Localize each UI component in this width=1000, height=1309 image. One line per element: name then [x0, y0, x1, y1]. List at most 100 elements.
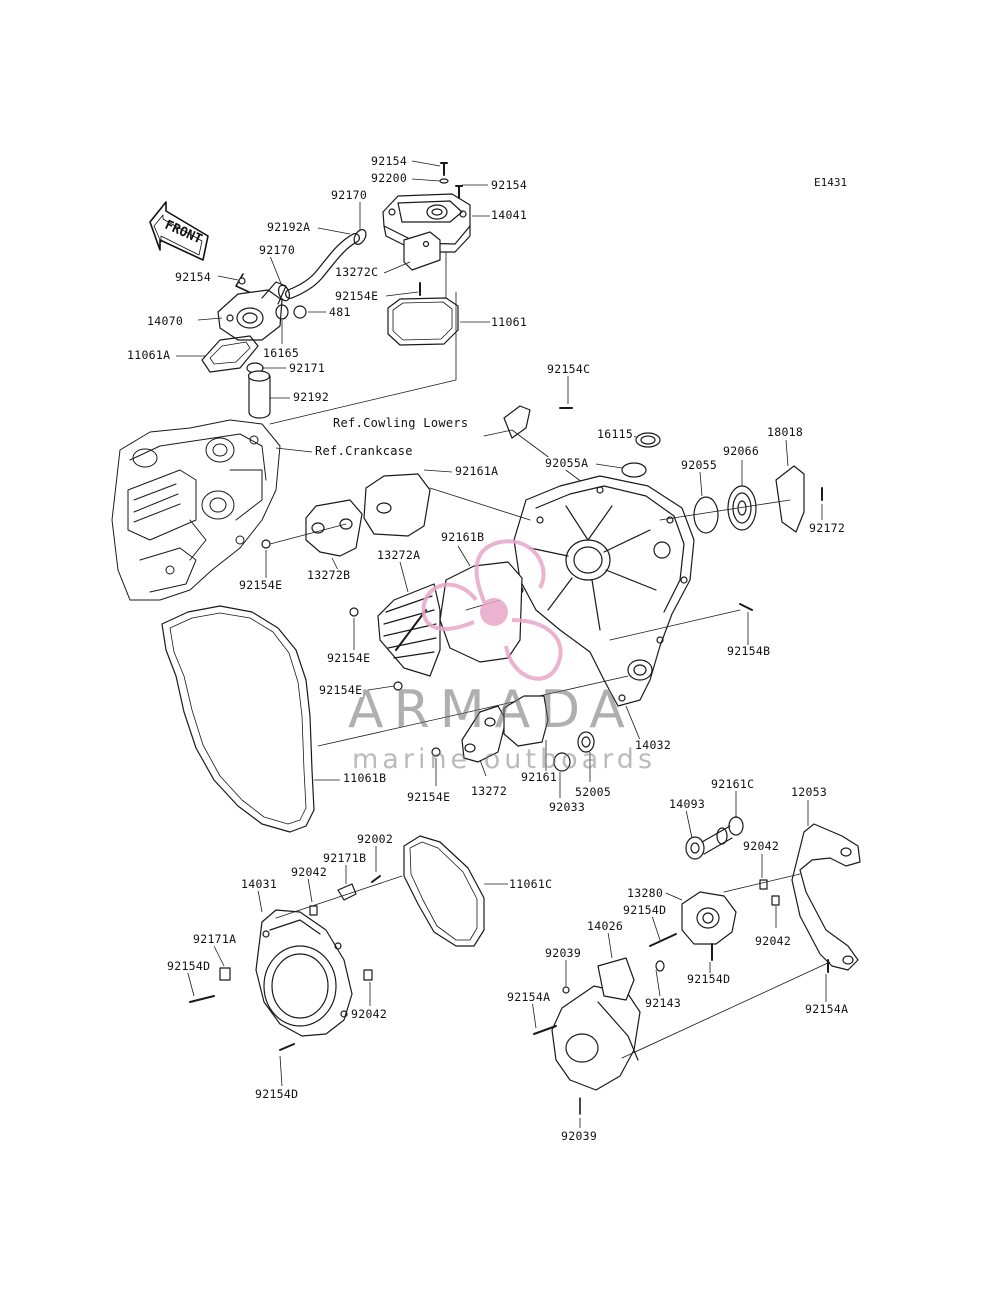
bracket-12053 — [791, 823, 861, 971]
watermark-propeller-icon — [421, 539, 563, 681]
bracket-13272B — [305, 499, 363, 557]
ref-crankcase-label: Ref.Crankcase — [314, 444, 414, 458]
part-label: 92154 — [174, 270, 213, 284]
block-92171A — [219, 967, 231, 981]
gasket-11061B — [161, 605, 315, 833]
ring-481 — [293, 305, 307, 319]
part-label: 92002 — [356, 832, 395, 846]
part-label: 14031 — [240, 877, 279, 891]
part-label: 92192A — [266, 220, 312, 234]
part-label: 92154A — [804, 1002, 850, 1016]
part-label: 11061B — [342, 771, 388, 785]
part-label: 14041 — [490, 208, 529, 222]
part-label: 92171B — [322, 851, 368, 865]
part-label: 13272C — [334, 265, 380, 279]
part-label: 92154E — [318, 683, 364, 697]
part-label: 92055A — [544, 456, 590, 470]
gasket-11061 — [387, 297, 459, 346]
bolt-92154D-lower — [279, 1043, 295, 1051]
part-label: 92042 — [742, 839, 781, 853]
part-label: 14070 — [146, 314, 185, 328]
washer-92143 — [655, 960, 665, 972]
dowel-92042-a — [759, 879, 768, 890]
part-label: 18018 — [766, 425, 805, 439]
clip-92033 — [553, 752, 571, 772]
part-label: 52005 — [574, 785, 613, 799]
part-label: 13272A — [376, 548, 422, 562]
part-label: 16115 — [596, 427, 635, 441]
part-label: 92154D — [686, 972, 732, 986]
part-label: 16165 — [262, 346, 301, 360]
part-label: 92161B — [440, 530, 486, 544]
bolt-92002 — [371, 875, 381, 883]
dowel-92042-b — [771, 895, 780, 906]
pump-13280 — [681, 891, 737, 945]
part-label: 92039 — [560, 1129, 599, 1143]
label-leaders — [176, 160, 827, 1128]
generator-cover-14031 — [255, 909, 353, 1037]
crankcase-reference — [111, 419, 281, 601]
cover-14032 — [513, 475, 695, 707]
bolt-92154E-bottom — [431, 747, 441, 757]
part-label: 13280 — [626, 886, 665, 900]
part-label: 11061 — [490, 315, 529, 329]
shaft-14093 — [685, 825, 733, 860]
part-label: 92042 — [754, 934, 793, 948]
thermostat-16165 — [275, 304, 289, 320]
bolt-92154D-left — [189, 995, 215, 1003]
thermostat-14070 — [217, 281, 287, 341]
bolt-92154B — [739, 603, 753, 611]
part-label: 13272 — [470, 784, 509, 798]
bolt-92154A-left — [533, 1025, 557, 1035]
washer-92200 — [439, 178, 449, 184]
leader-crankcase — [269, 291, 457, 425]
part-label: 12053 — [790, 785, 829, 799]
baffle-13272A — [377, 583, 441, 677]
part-label: 92055 — [680, 458, 719, 472]
part-label: 11061A — [126, 348, 172, 362]
part-label: 14026 — [586, 919, 625, 933]
dowel-92042-c — [363, 969, 373, 981]
part-label: 92200 — [370, 171, 409, 185]
dowel-92042-d — [309, 905, 318, 916]
part-label: 92170 — [258, 243, 297, 257]
figure-id: E1431 — [814, 176, 848, 189]
bolt-92154D-pump-left — [649, 933, 677, 947]
part-label: 11061C — [508, 877, 554, 891]
ref-cowling-label: Ref.Cowling Lowers — [332, 416, 470, 430]
plate-92161A — [363, 473, 431, 537]
watermark-brand: ARMADA — [348, 680, 635, 740]
part-label: 92154E — [406, 790, 452, 804]
part-label: 92154 — [370, 154, 409, 168]
gear-52005 — [577, 731, 595, 753]
part-label: 92042 — [290, 865, 329, 879]
plug-92039-upper — [562, 986, 570, 994]
part-label: 92154E — [326, 651, 372, 665]
bracket-cowling — [503, 405, 531, 439]
part-label: 481 — [328, 305, 352, 319]
bolt-92154-top — [440, 162, 448, 176]
gasket-11061A — [201, 335, 259, 373]
part-label: 92042 — [350, 1007, 389, 1021]
part-label: 92154D — [622, 903, 668, 917]
part-label: 92154D — [254, 1087, 300, 1101]
part-label: 92154 — [490, 178, 529, 192]
part-label: 92143 — [644, 996, 683, 1010]
part-label: 92172 — [808, 521, 847, 535]
clamp-92170-lower — [277, 284, 291, 302]
oring-92055A — [621, 462, 647, 478]
bolt-92154E-mid — [349, 607, 359, 617]
seal-16115 — [635, 432, 661, 448]
plate-92161 — [503, 695, 549, 747]
bracket-13272C — [403, 231, 441, 271]
part-label: 92154B — [726, 644, 772, 658]
cover-14026 — [551, 957, 641, 1091]
clamp-92170-upper — [353, 229, 367, 245]
seal-92161C — [728, 816, 744, 836]
part-label: 13272B — [306, 568, 352, 582]
bolt-92154E-left — [261, 539, 271, 549]
part-label: 92066 — [722, 444, 761, 458]
part-label: 92171 — [288, 361, 327, 375]
